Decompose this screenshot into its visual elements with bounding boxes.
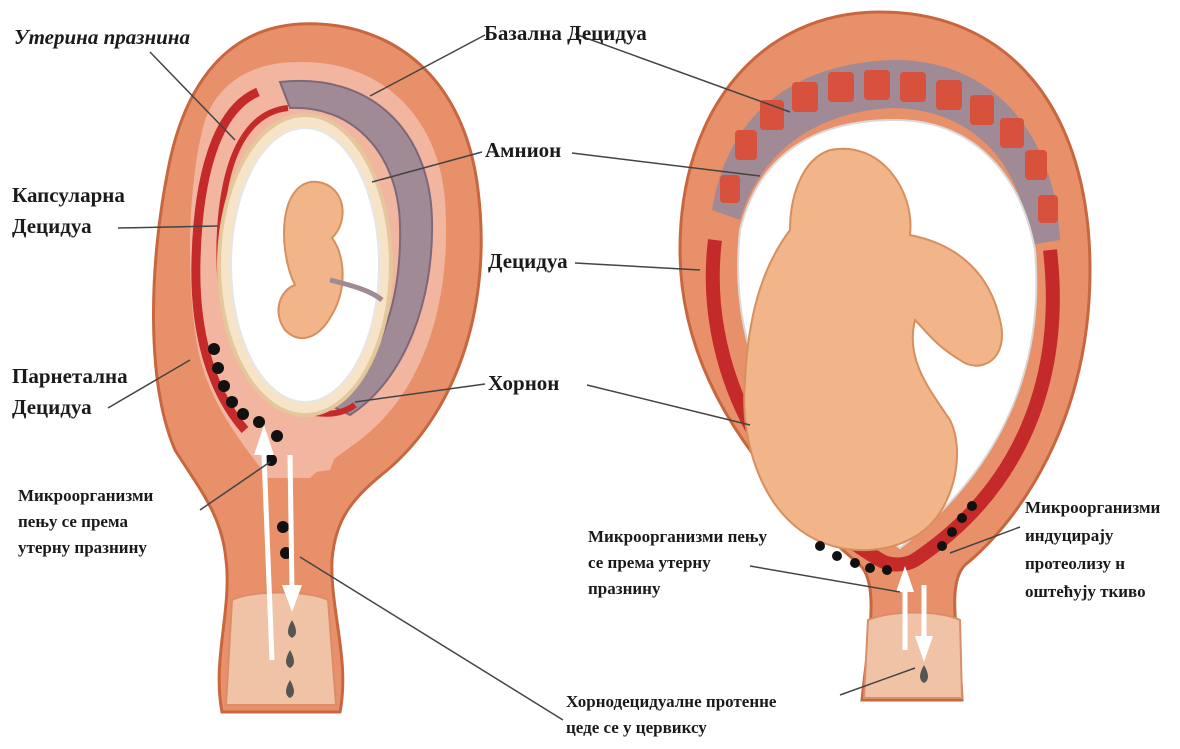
label-microbes-right-line2: се према утерну	[588, 551, 711, 575]
left-embryo	[278, 182, 342, 338]
label-microbes-right-line3: празнину	[588, 577, 660, 601]
label-chorio-leak-line2: цеде се у цервиксу	[566, 716, 707, 740]
left-uterus	[153, 24, 481, 712]
label-microbes-left-line3: утерну празнину	[18, 536, 147, 560]
label-microbes-induce-line2: индуцирају	[1025, 524, 1113, 548]
label-chorio-leak-line1: Хорнодецидуалне протенне	[566, 690, 776, 714]
label-capsular-decidua-line2: Децидуа	[12, 213, 92, 240]
label-amnion: Амнион	[485, 137, 561, 164]
label-microbes-left-line1: Микроорганизми	[18, 484, 153, 508]
label-microbes-left-line2: пењу се према	[18, 510, 128, 534]
label-uterine-cavity: Утерина празнина	[14, 24, 190, 51]
left-cervix	[226, 593, 336, 706]
label-microbes-right-line1: Микроорганизми пењу	[588, 525, 767, 549]
label-capsular-decidua-line1: Капсуларна	[12, 182, 125, 209]
label-parietal-decidua-line1: Парнетална	[12, 363, 128, 390]
label-decidua: Децидуа	[488, 248, 568, 275]
label-parietal-decidua-line2: Децидуа	[12, 394, 92, 421]
label-microbes-induce-line4: оштећују ткиво	[1025, 580, 1146, 604]
right-cervix	[864, 613, 962, 699]
label-microbes-induce-line3: протеолизу н	[1025, 552, 1125, 576]
label-microbes-induce-line1: Микроорганизми	[1025, 496, 1160, 520]
label-basal-decidua: Базална Децидуа	[484, 20, 647, 47]
label-chorion: Хорнон	[488, 370, 559, 397]
